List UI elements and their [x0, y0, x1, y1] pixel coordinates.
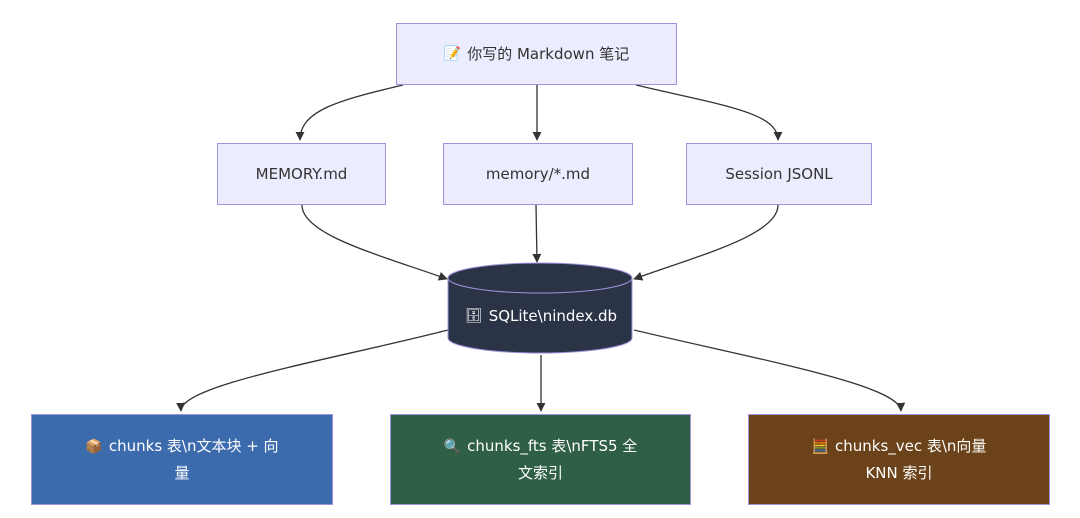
- edge-session-sqlite: [633, 204, 779, 281]
- edge-notes-session: [635, 84, 783, 141]
- node-chunks-vec: 🧮 chunks_vec 表\n向量 KNN 索引: [748, 414, 1050, 505]
- node-memory-md: MEMORY.md: [217, 143, 386, 205]
- node-memory-dir: memory/*.md: [443, 143, 633, 205]
- magnifier-icon: 🔍: [443, 439, 462, 455]
- edge-memory-md-sqlite: [301, 204, 448, 281]
- node-markdown-notes: 📝 你写的 Markdown 笔记: [396, 23, 677, 85]
- node-label-line1: chunks_fts 表\nFTS5 全: [467, 437, 638, 455]
- file-cabinet-icon: 🗄: [464, 308, 483, 324]
- abacus-icon: 🧮: [811, 439, 829, 455]
- edge-memory-dir-sqlite: [532, 204, 542, 263]
- node-label-line2: 量: [174, 464, 190, 482]
- node-label-line1: chunks_vec 表\n向量: [834, 437, 987, 455]
- node-label: SQLite\nindex.db: [488, 307, 618, 325]
- node-label-line2: KNN 索引: [865, 464, 933, 482]
- memo-icon: 📝: [443, 46, 462, 62]
- edge-notes-memory-md: [295, 84, 404, 141]
- node-label: MEMORY.md: [255, 165, 348, 183]
- package-icon: 📦: [85, 439, 103, 455]
- node-sqlite-label: 🗄 SQLite\nindex.db: [448, 296, 634, 336]
- node-label-line1: chunks 表\n文本块 + 向: [108, 437, 279, 455]
- node-label: 你写的 Markdown 笔记: [467, 45, 630, 63]
- node-label-line2: 文索引: [517, 464, 563, 482]
- node-label: Session JSONL: [725, 165, 833, 183]
- sqlite-cylinder: [447, 262, 633, 354]
- node-session-jsonl: Session JSONL: [686, 143, 872, 205]
- node-label: memory/*.md: [485, 165, 591, 183]
- edge-sqlite-chunks-vec: [633, 329, 906, 412]
- node-chunks-fts: 🔍 chunks_fts 表\nFTS5 全 文索引: [390, 414, 691, 505]
- edge-sqlite-chunks: [176, 329, 449, 412]
- node-chunks: 📦 chunks 表\n文本块 + 向 量: [31, 414, 333, 505]
